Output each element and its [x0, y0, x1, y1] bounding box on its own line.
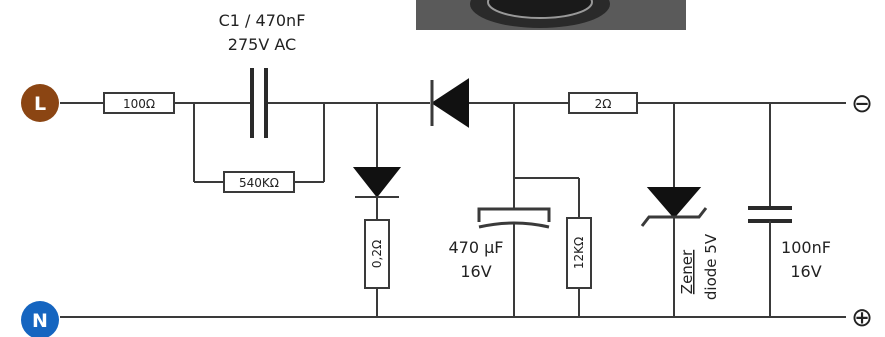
resistor-bleed: 540KΩ: [193, 103, 325, 193]
zener-diode: Zener diode 5V: [640, 103, 720, 317]
resistor-load: 12KΩ: [514, 177, 592, 317]
diode-series: [430, 78, 469, 128]
zener-word: Zener: [678, 249, 696, 294]
capacitor-c1: C1 / 470nF 275V AC: [219, 11, 306, 138]
resistor-low: 0,2Ω: [364, 219, 390, 317]
minus-terminal-icon: ⊖: [851, 89, 873, 119]
electrolytic-voltage: 16V: [460, 262, 491, 281]
capacitor-c1-rating: 275V AC: [228, 35, 296, 54]
capacitor-electrolytic: 470 µF 16V: [448, 103, 551, 317]
capacitor-output-voltage: 16V: [790, 262, 821, 281]
live-label: L: [34, 93, 46, 115]
resistor-load-label: 12KΩ: [572, 237, 586, 269]
capacitor-c1-name: C1 / 470nF: [219, 11, 306, 30]
neutral-label: N: [32, 310, 48, 332]
resistor-series: 2Ω: [568, 92, 638, 114]
resistor-bleed-label: 540KΩ: [239, 176, 279, 190]
resistor-series-label: 2Ω: [595, 97, 612, 111]
plus-terminal-icon: ⊕: [851, 303, 873, 333]
electrolytic-value: 470 µF: [448, 238, 503, 257]
resistor-input: 100Ω: [103, 92, 175, 114]
resistor-input-label: 100Ω: [123, 97, 155, 111]
capacitor-output-value: 100nF: [781, 238, 831, 257]
photo-thumbnail: [416, 0, 686, 30]
diode-shunt: [352, 103, 402, 220]
resistor-low-label: 0,2Ω: [370, 240, 384, 268]
neutral-terminal: N: [21, 301, 59, 337]
capacitor-output: 100nF 16V: [748, 103, 831, 317]
zener-rest: diode 5V: [702, 233, 720, 300]
live-terminal: L: [21, 84, 59, 122]
